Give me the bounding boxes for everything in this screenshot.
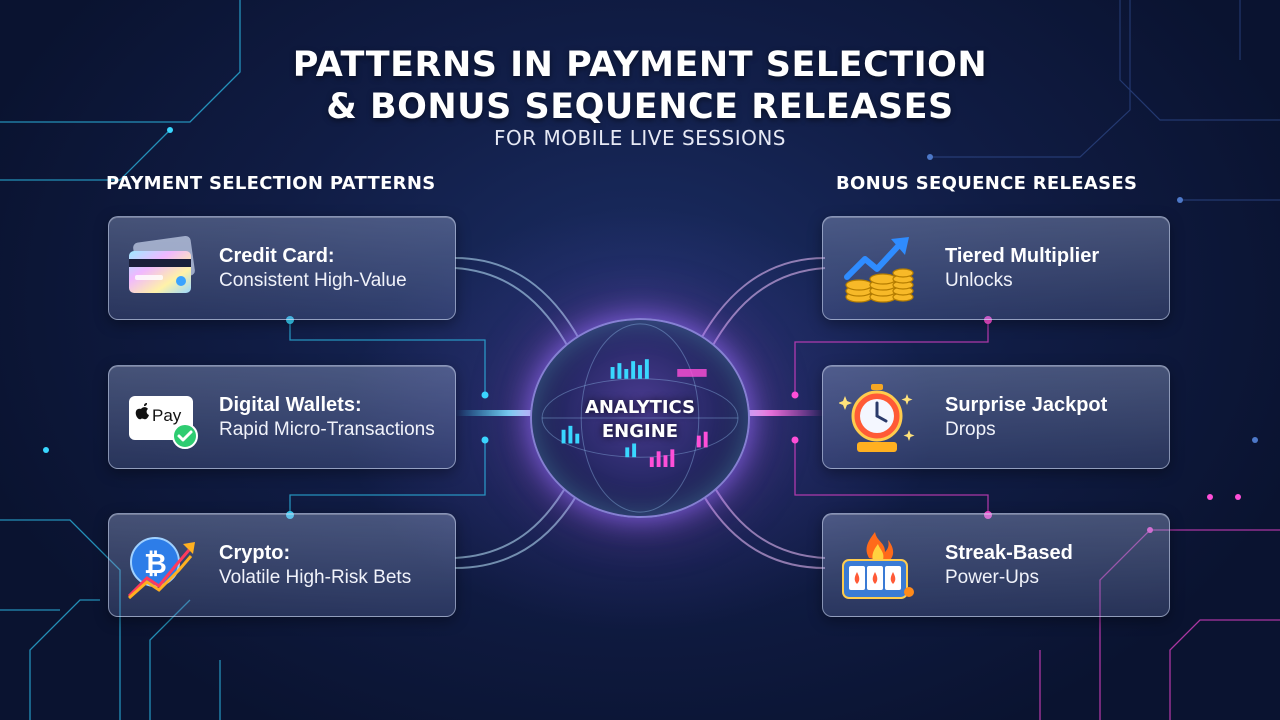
bonus-card-desc: Drops bbox=[945, 419, 996, 440]
payment-card-title: Digital Wallets: bbox=[219, 394, 362, 416]
engine-label-line-2: ENGINE bbox=[601, 421, 679, 442]
page-subtitle: FOR MOBILE LIVE SESSIONS bbox=[494, 126, 786, 150]
bonus-card-title: Surprise Jackpot bbox=[945, 394, 1108, 416]
title-line-2: & BONUS SEQUENCE RELEASES bbox=[326, 87, 954, 127]
payment-patterns-heading: PAYMENT SELECTION PATTERNS bbox=[106, 173, 436, 194]
engine-label-line-1: ANALYTICS bbox=[584, 397, 696, 418]
payment-card-title: Credit Card: bbox=[219, 245, 335, 267]
payment-card-digital-wallets: Pay Digital Wallets: Rapid Micro-Transac… bbox=[108, 365, 456, 469]
bonus-card-surprise-jackpot: Surprise Jackpot Drops bbox=[822, 365, 1170, 469]
title-line-1: PATTERNS IN PAYMENT SELECTION bbox=[292, 45, 988, 85]
payment-card-credit-card: Credit Card: Consistent High-Value bbox=[108, 216, 456, 320]
pay-icon-text: Pay bbox=[152, 406, 182, 425]
apple-pay-wallet-icon: Pay bbox=[129, 396, 198, 449]
bitcoin-chart-icon: ₿ bbox=[127, 537, 195, 600]
payment-card-desc: Rapid Micro-Transactions bbox=[219, 419, 435, 440]
payment-card-desc: Consistent High-Value bbox=[219, 270, 407, 291]
page-title: PATTERNS IN PAYMENT SELECTION & BONUS SE… bbox=[240, 44, 1040, 128]
flaming-slot-machine-icon bbox=[842, 532, 914, 599]
bonus-card-title: Streak-Based bbox=[945, 542, 1073, 564]
engine-bar-graphics bbox=[541, 323, 739, 513]
payment-card-desc: Volatile High-Risk Bets bbox=[219, 567, 412, 588]
analytics-engine-label: ANALYTICS ENGINE bbox=[540, 396, 740, 444]
bonus-card-title: Tiered Multiplier bbox=[945, 245, 1100, 267]
svg-text:₿: ₿ bbox=[144, 547, 167, 580]
coins-rising-arrow-icon bbox=[844, 237, 914, 303]
timer-jackpot-icon bbox=[839, 384, 915, 452]
bonus-card-tiered-multiplier: Tiered Multiplier Unlocks bbox=[822, 216, 1170, 320]
analytics-engine-sphere bbox=[530, 318, 750, 518]
payment-card-crypto: ₿ Crypto: Volatile High-Risk Bets bbox=[108, 513, 456, 617]
bonus-releases-heading: BONUS SEQUENCE RELEASES bbox=[836, 173, 1138, 194]
credit-card-icon bbox=[129, 235, 195, 293]
bonus-card-streak-based: Streak-Based Power-Ups bbox=[822, 513, 1170, 617]
payment-card-title: Crypto: bbox=[219, 542, 291, 564]
bonus-card-desc: Power-Ups bbox=[945, 567, 1039, 588]
bonus-card-desc: Unlocks bbox=[945, 270, 1013, 291]
